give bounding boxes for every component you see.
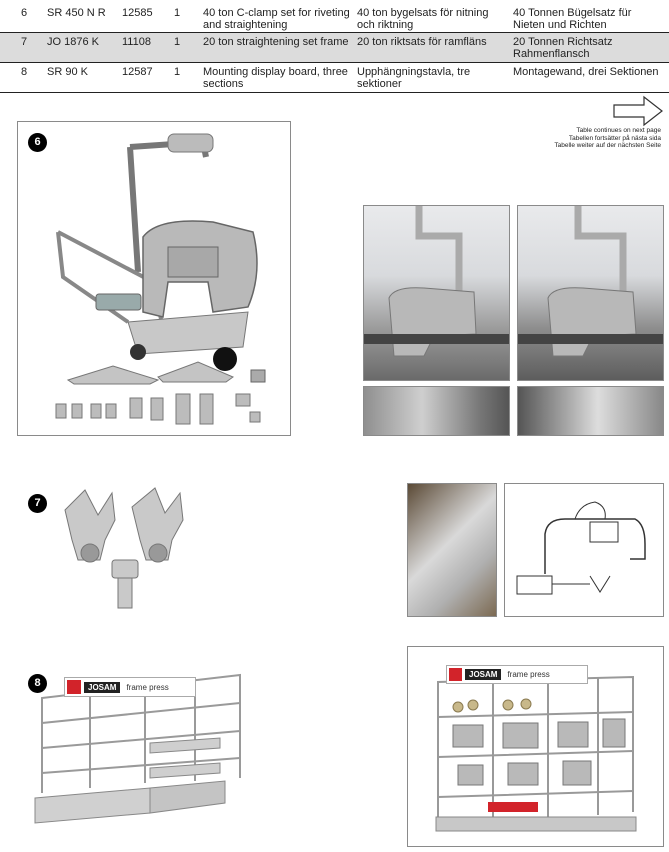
table-row: 7 JO 1876 K 11108 1 20 ton straightening… [0, 33, 669, 63]
item6-product-image: 6 [17, 121, 291, 436]
loaded-display-board-drawing [435, 675, 637, 832]
item-number: 12587 [122, 66, 153, 78]
product-name: frame press [126, 682, 169, 692]
item-number: 12585 [122, 7, 153, 19]
row-number: 8 [21, 66, 28, 78]
item-badge-8: 8 [28, 674, 47, 693]
description-de: 40 Tonnen Bügelsatz für Nieten und Richt… [513, 7, 632, 31]
brand-name: JOSAM [84, 681, 121, 693]
description-en: 40 ton C-clamp set for riveting and stra… [203, 7, 350, 31]
shelf-frame-drawing [34, 673, 241, 824]
arrow-right-icon [613, 95, 663, 127]
description-de: Montagewand, drei Sektionen [513, 66, 659, 78]
description-sv: Upphängningstavla, tre sektioner [357, 66, 471, 90]
quantity: 1 [174, 66, 181, 78]
continue-note-en: Table continues on next page [576, 127, 661, 134]
josam-logo-icon [67, 680, 81, 694]
clamp-photo-illustration [364, 206, 509, 357]
photo-clamp-on-frame-1 [363, 205, 510, 381]
continue-note: Table continues on next page Tabellen fo… [554, 127, 661, 150]
product-name: frame press [507, 670, 550, 679]
display-board-photo: JOSAM frame press [407, 646, 664, 847]
quantity: 1 [174, 7, 181, 19]
continue-note-de: Tabelle weiter auf der nächsten Seite [554, 142, 661, 149]
table-row: 6 SR 450 N R 12585 1 40 ton C-clamp set … [0, 4, 669, 33]
brand-sign: JOSAM frame press [64, 677, 196, 697]
c-clamp-cart-illustration [55, 133, 266, 425]
photo-straightening-in-use [407, 483, 497, 617]
photo-detail-2 [517, 386, 664, 436]
product-table: 6 SR 450 N R 12585 1 40 ton C-clamp set … [0, 4, 669, 93]
row-number: 7 [21, 36, 28, 48]
article-code: SR 90 K [47, 66, 88, 78]
brand-name: JOSAM [465, 669, 502, 680]
description-de: 20 Tonnen Richtsatz Rahmenflansch [513, 36, 613, 60]
photo-clamp-on-frame-2 [517, 205, 664, 381]
table-row: 8 SR 90 K 12587 1 Mounting display board… [0, 63, 669, 93]
josam-logo-icon [449, 668, 462, 681]
display-board-illustration: JOSAM frame press [30, 663, 250, 838]
description-sv: 40 ton bygelsats för nitning och riktnin… [357, 7, 489, 31]
item-number: 11108 [122, 36, 151, 48]
photo-detail-1 [363, 386, 510, 436]
straightening-set-diagram [504, 483, 664, 617]
article-code: JO 1876 K [47, 36, 99, 48]
continue-note-sv: Tabellen fortsätter på nästa sida [568, 134, 661, 142]
description-en: Mounting display board, three sections [203, 66, 348, 90]
clamp-line-drawing [516, 501, 646, 595]
item-badge-7: 7 [28, 494, 47, 513]
brand-sign: JOSAM frame press [446, 665, 588, 684]
description-sv: 20 ton riktsats för ramfläns [357, 36, 487, 48]
description-en: 20 ton straightening set frame [203, 36, 349, 48]
quantity: 1 [174, 36, 181, 48]
article-code: SR 450 N R [47, 7, 106, 19]
clamp-photo-illustration [518, 206, 663, 357]
item-badge-6: 6 [28, 133, 47, 152]
row-number: 6 [21, 7, 28, 19]
straightening-set-illustration [64, 487, 184, 609]
